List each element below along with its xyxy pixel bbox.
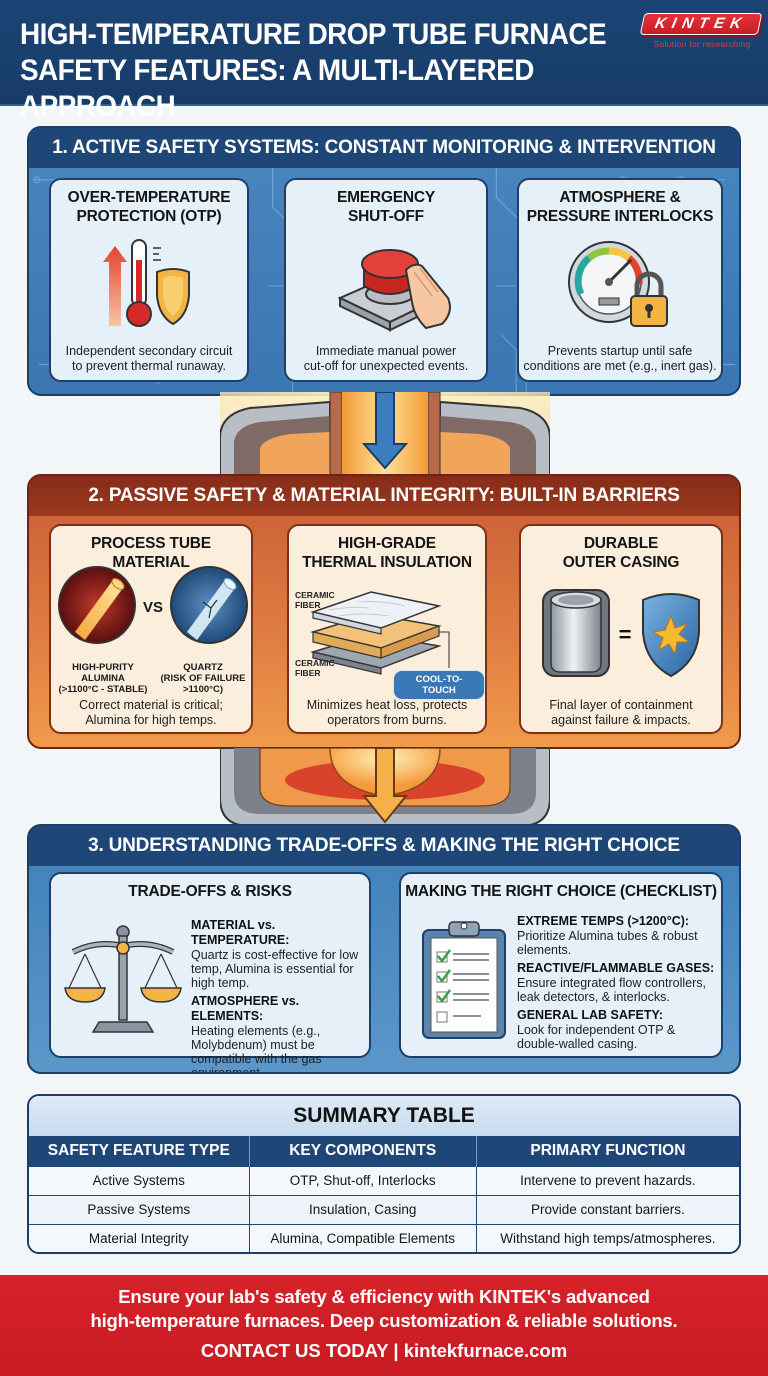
table-row: Active Systems OTP, Shut-off, Interlocks… — [29, 1165, 739, 1195]
summary-table-grid: SAFETY FEATURE TYPE KEY COMPONENTS PRIMA… — [29, 1136, 739, 1252]
table-row: Material Integrity Alumina, Compatible E… — [29, 1223, 739, 1252]
logo-tagline: Solution for researching — [653, 39, 751, 49]
checklist-items: EXTREME TEMPS (>1200°C): Prioritize Alum… — [517, 914, 715, 1051]
summary-table: SUMMARY TABLE SAFETY FEATURE TYPE KEY CO… — [27, 1094, 741, 1254]
svg-text:=: = — [619, 622, 632, 647]
section-active-safety: 1. ACTIVE SAFETY SYSTEMS: CONSTANT MONIT… — [27, 126, 741, 396]
balance-scale-icon — [64, 925, 182, 1033]
section-title: 3. UNDERSTANDING TRADE-OFFS & MAKING THE… — [29, 826, 739, 866]
insulation-layers-icon — [310, 591, 450, 675]
section-passive-safety: 2. PASSIVE SAFETY & MATERIAL INTEGRITY: … — [27, 474, 741, 749]
column-header: KEY COMPONENTS — [249, 1136, 477, 1166]
table-cell: Alumina, Compatible Elements — [249, 1223, 477, 1252]
casing-shield-icon: = — [542, 589, 700, 678]
table-cell: Passive Systems — [29, 1194, 250, 1224]
card-title: MAKING THE RIGHT CHOICE (CHECKLIST) — [405, 883, 717, 900]
table-cell: Intervene to prevent hazards. — [476, 1165, 739, 1195]
table-cell: Provide constant barriers. — [476, 1194, 739, 1224]
gauge-lock-icon — [568, 241, 668, 327]
furnace-connector-bottom-icon — [220, 748, 550, 826]
section-title: 2. PASSIVE SAFETY & MATERIAL INTEGRITY: … — [29, 476, 739, 516]
logo-brand: KINTEK — [639, 13, 763, 35]
header-banner: HIGH-TEMPERATURE DROP TUBE FURNACE SAFET… — [0, 0, 768, 123]
svg-text:VS: VS — [143, 599, 163, 616]
footer-message: Ensure your lab's safety & efficiency wi… — [90, 1286, 678, 1331]
table-cell: Withstand high temps/atmospheres. — [476, 1223, 739, 1252]
column-header: PRIMARY FUNCTION — [476, 1136, 739, 1166]
quartz-label: QUARTZ(RISK OF FAILURE>1100°C) — [160, 662, 246, 695]
card-title: ATMOSPHERE &PRESSURE INTERLOCKS — [526, 189, 714, 225]
emergency-button-icon[interactable] — [336, 236, 466, 332]
page-title-line2: SAFETY FEATURES: A MULTI-LAYERED APPROAC… — [20, 54, 534, 123]
card-right-choice-checklist: MAKING THE RIGHT CHOICE (CHECKLIST) EXTR… — [399, 872, 723, 1058]
card-description: Correct material is critical;Alumina for… — [79, 698, 223, 727]
card-atmosphere-pressure-interlocks: ATMOSPHERE &PRESSURE INTERLOCKS Prevents… — [517, 178, 723, 382]
card-trade-offs-risks: TRADE-OFFS & RISKS MATERIAL vs. TEMPERAT… — [49, 872, 371, 1072]
footer-banner: Ensure your lab's safety & efficiency wi… — [0, 1275, 768, 1376]
table-cell: OTP, Shut-off, Interlocks — [249, 1165, 477, 1195]
table-cell: Material Integrity — [29, 1223, 250, 1252]
table-cell: Insulation, Casing — [249, 1194, 477, 1224]
table-row: Passive Systems Insulation, Casing Provi… — [29, 1194, 739, 1224]
contact-link[interactable]: CONTACT US TODAY | kintekfurnace.com — [200, 1340, 568, 1361]
kintek-logo[interactable]: KINTEK Solution for researching — [639, 13, 764, 53]
card-title: PROCESS TUBE MATERIAL — [91, 535, 211, 571]
trade-offs-list: MATERIAL vs. TEMPERATURE: Quartz is cost… — [191, 918, 359, 1074]
page-title-line1: HIGH-TEMPERATURE DROP TUBE FURNACE — [20, 18, 607, 51]
table-cell: Active Systems — [29, 1165, 250, 1195]
section-title: 1. ACTIVE SAFETY SYSTEMS: CONSTANT MONIT… — [29, 128, 739, 168]
cool-to-touch-badge: COOL-TO-TOUCH — [393, 670, 485, 700]
thermometer-shield-icon — [103, 239, 190, 327]
column-header: SAFETY FEATURE TYPE — [29, 1136, 250, 1166]
section-trade-offs: 3. UNDERSTANDING TRADE-OFFS & MAKING THE… — [27, 824, 741, 1074]
card-title: TRADE-OFFS & RISKS — [128, 883, 292, 900]
clipboard-checklist-icon — [422, 921, 506, 1039]
summary-table-title: SUMMARY TABLE — [29, 1096, 739, 1136]
furnace-connector-top-icon — [220, 392, 550, 476]
tube-comparison-icon: VS — [58, 566, 248, 644]
page-title: HIGH-TEMPERATURE DROP TUBE FURNACE SAFET… — [20, 17, 671, 125]
